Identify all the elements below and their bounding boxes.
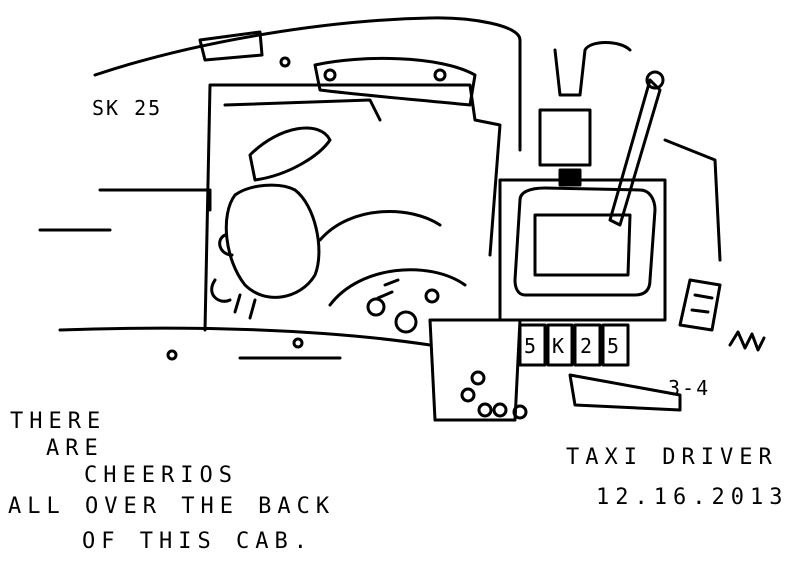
dash-knob [394, 310, 418, 334]
partition-panel [498, 178, 667, 322]
cheerio [477, 402, 493, 418]
cheerio [492, 402, 508, 418]
dash-knob [366, 297, 386, 317]
rear-window-shelf [38, 188, 212, 232]
digit-box [573, 323, 602, 367]
caption-line: THERE [10, 409, 107, 434]
caption-line: OF THIS CAB. [82, 529, 313, 554]
scribble [728, 330, 766, 352]
window-frame [203, 83, 502, 332]
gear-lever [376, 278, 400, 300]
side-vent [678, 278, 722, 332]
meter-number: 3-4 [668, 376, 711, 400]
card-reader [558, 168, 582, 187]
partition-window [513, 186, 657, 297]
digit-box [546, 323, 574, 367]
digit-box [601, 323, 630, 367]
cheerio [460, 387, 476, 403]
headrest [538, 108, 592, 167]
ceiling-dot [279, 56, 291, 68]
headrest-post [553, 41, 632, 97]
dash-knob [424, 288, 440, 304]
title-text: TAXI DRIVER [566, 445, 778, 470]
dashboard-curve [328, 268, 467, 307]
partition-digit: 5 [607, 334, 622, 358]
partition-inner [533, 213, 632, 277]
partition-digit: 5 [524, 334, 539, 358]
sun-visor [313, 56, 477, 107]
cab-number-label: SK 25 [92, 96, 163, 120]
caption-line: ARE [46, 436, 104, 461]
cheerio [166, 349, 178, 361]
meter-panel [568, 373, 682, 412]
seatbelt [608, 78, 662, 227]
driver-cap [248, 126, 332, 182]
digit-box [518, 323, 547, 367]
cheerio [292, 337, 304, 349]
caption-line: CHEERIOS [84, 463, 238, 488]
visor-dot [433, 68, 447, 82]
window-frame-inner [223, 98, 382, 122]
cheerio [470, 370, 486, 386]
seatbelt-buckle [645, 70, 665, 90]
steering-wheel [318, 210, 442, 242]
coin-tray [428, 318, 522, 422]
cheerio [512, 404, 528, 420]
door-line [663, 138, 722, 262]
driver-hair [210, 278, 257, 320]
title-date: 12.16.2013 [596, 485, 789, 510]
driver-head [224, 183, 321, 299]
caption-line: ALL OVER THE BACK [8, 494, 336, 519]
partition-digit: 2 [580, 334, 595, 358]
roof-line [93, 16, 522, 152]
mirror [198, 30, 264, 62]
floor-line [58, 326, 432, 347]
driver-ear [218, 233, 234, 257]
partition-digit: K [552, 334, 567, 358]
visor-dot [323, 68, 337, 82]
